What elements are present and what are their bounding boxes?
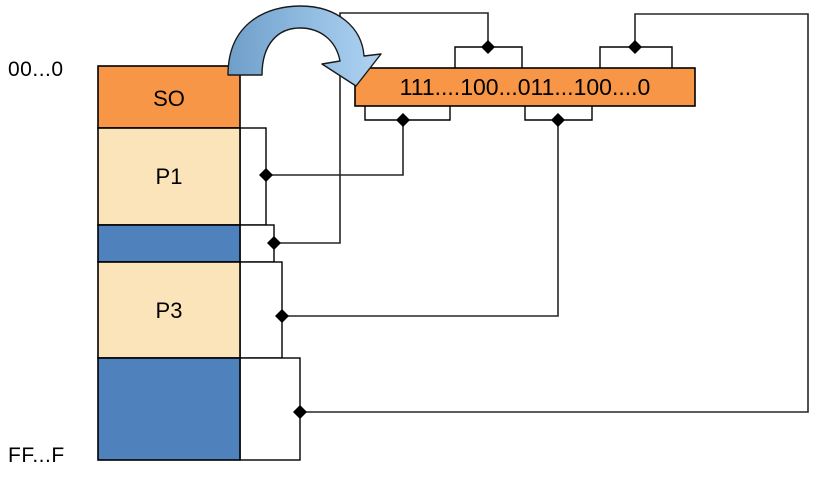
diamond-block-p3 [275,309,289,323]
diamond-block-p1 [259,168,273,182]
memory-block-brackets [239,127,301,461]
address-label-top: 00...0 [8,58,64,81]
block-free4[interactable] [97,357,241,461]
block-so-label: SO [153,86,185,111]
memory-column [97,65,241,461]
block-free2[interactable] [97,224,241,263]
connection-wires [266,12,809,413]
bracket-block-free4 [239,357,301,461]
bitstring-box[interactable] [354,67,696,107]
block-p3-label: P3 [155,298,183,323]
diamond-bracket-bottom-2 [551,113,565,127]
bitstring-value: 111....100...011...100....0 [399,74,651,100]
block-p1-label: P1 [155,164,183,189]
curved-arrow [227,5,382,87]
block-p3[interactable] [97,261,241,359]
diamond-block-free2 [267,236,281,250]
wire-p1-to-bottom-1 [266,120,404,176]
curved-arrow-body [227,5,382,87]
block-p1[interactable] [97,127,241,226]
diamond-bracket-top-2 [628,40,642,54]
block-so[interactable] [97,65,241,129]
diamond-bracket-bottom-1 [396,113,410,127]
diamond-bracket-top-1 [481,40,495,54]
bitstring-top-brackets [454,46,673,68]
diamond-block-free4 [293,405,307,419]
wire-free2-to-top-1 [274,12,489,244]
wire-free4-to-top-2 [300,13,809,413]
address-label-bottom: FF...F [8,444,65,467]
wire-p3-to-bottom-2 [282,120,559,317]
diamond-markers [259,40,642,419]
bracket-block-p3 [239,261,283,359]
